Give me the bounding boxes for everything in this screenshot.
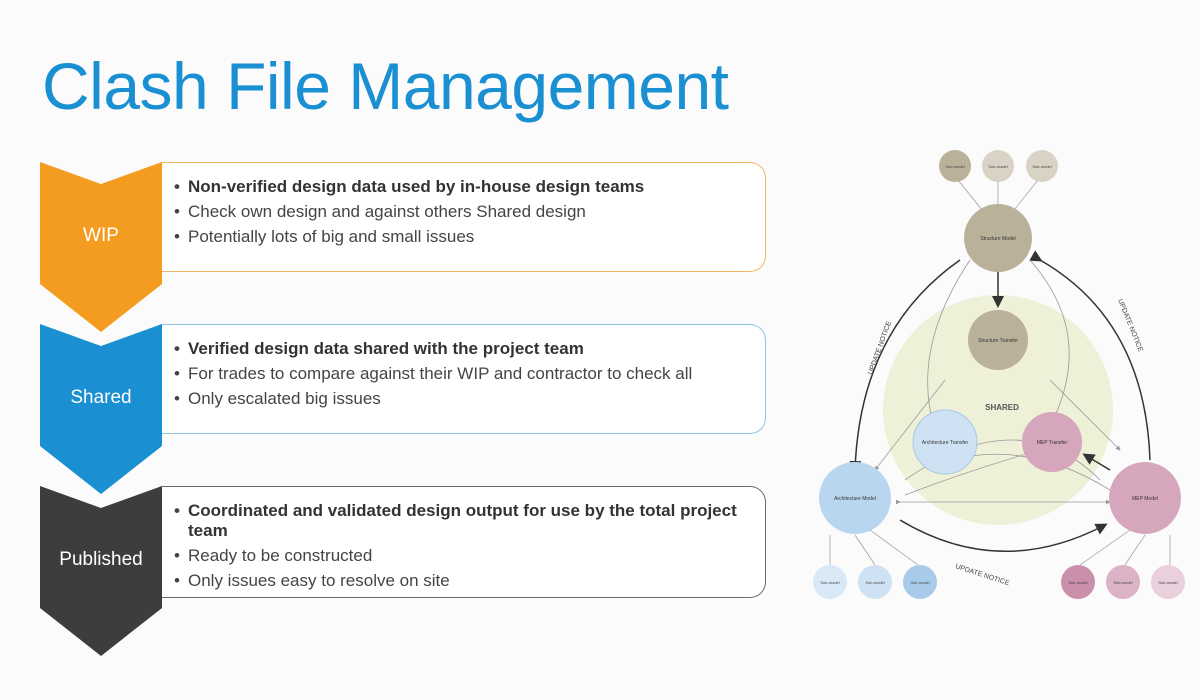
structure-sub-model-1 [939,150,971,182]
published-box: Coordinated and validated design output … [162,486,766,598]
model-exchange-diagram: SHARED UPDATE NOTICE UPDATE NOTICE UPDAT… [800,140,1200,620]
mep-sub-model-2 [1106,565,1140,599]
shared-bullet-2: For trades to compare against their WIP … [172,364,753,384]
svg-text:MEP Transfer: MEP Transfer [1037,440,1068,446]
svg-text:MEP Model: MEP Model [1132,496,1158,502]
svg-text:Sub-model: Sub-model [910,580,929,585]
svg-text:Sub-model: Sub-model [820,580,839,585]
update-notice-right: UPDATE NOTICE [1116,298,1144,353]
mep-to-transfer-arrow [1082,453,1111,471]
published-bullet-3: Only issues easy to resolve on site [172,571,753,591]
update-notice-bottom: UPDATE NOTICE [954,563,1010,587]
shared-label: Shared [70,387,132,408]
shared-bullet-3: Only escalated big issues [172,389,753,409]
mep-sub-model-3 [1151,565,1185,599]
svg-text:Sub-model: Sub-model [1068,580,1087,585]
shared-zone-label: SHARED [985,403,1019,412]
structure-model-node [964,204,1032,272]
published-bullet-1: Coordinated and validated design output … [172,501,753,541]
diagram-svg: SHARED UPDATE NOTICE UPDATE NOTICE UPDAT… [813,150,1185,599]
svg-text:Architecture Transfer: Architecture Transfer [922,440,969,446]
svg-text:Sub-model: Sub-model [1032,164,1051,169]
shared-box: Verified design data shared with the pro… [162,324,766,434]
architecture-model-node [819,462,891,534]
published-bullet-2: Ready to be constructed [172,546,753,566]
svg-text:Structure Model: Structure Model [980,236,1015,242]
wip-bullet-1: Non-verified design data used by in-hous… [172,177,753,197]
page-title: Clash File Management [42,49,729,123]
wip-label: WIP [83,225,119,246]
svg-text:Sub-model: Sub-model [945,164,964,169]
structure-sub-model-2 [982,150,1014,182]
update-notice-left: UPDATE NOTICE [867,320,893,376]
wip-bullet-3: Potentially lots of big and small issues [172,227,753,247]
wip-box: Non-verified design data used by in-hous… [162,162,766,272]
mep-model-node [1109,462,1181,534]
architecture-transfer-node [912,409,978,475]
svg-text:Structure Transfer: Structure Transfer [978,338,1018,344]
svg-text:Sub-model: Sub-model [865,580,884,585]
structure-transfer-node [968,310,1028,370]
cycle-arc-bottom [899,519,1108,552]
published-chevron: Published [40,486,162,656]
shared-bullet-1: Verified design data shared with the pro… [172,339,753,359]
architecture-sub-model-2 [858,565,892,599]
wip-bullet-2: Check own design and against others Shar… [172,202,753,222]
svg-text:Sub-model: Sub-model [988,164,1007,169]
published-label: Published [59,549,143,570]
architecture-sub-model-3 [903,565,937,599]
structure-sub-model-3 [1026,150,1058,182]
svg-text:Sub-model: Sub-model [1113,580,1132,585]
shared-chevron: Shared [40,324,162,494]
wip-chevron: WIP [40,162,162,332]
mep-transfer-node [1022,412,1082,472]
svg-text:Architecture Model: Architecture Model [834,496,876,502]
architecture-sub-model-1 [813,565,847,599]
svg-text:Sub-model: Sub-model [1158,580,1177,585]
cycle-arc-right [1029,250,1151,461]
mep-sub-model-1 [1061,565,1095,599]
cycle-arc-left [849,259,961,473]
